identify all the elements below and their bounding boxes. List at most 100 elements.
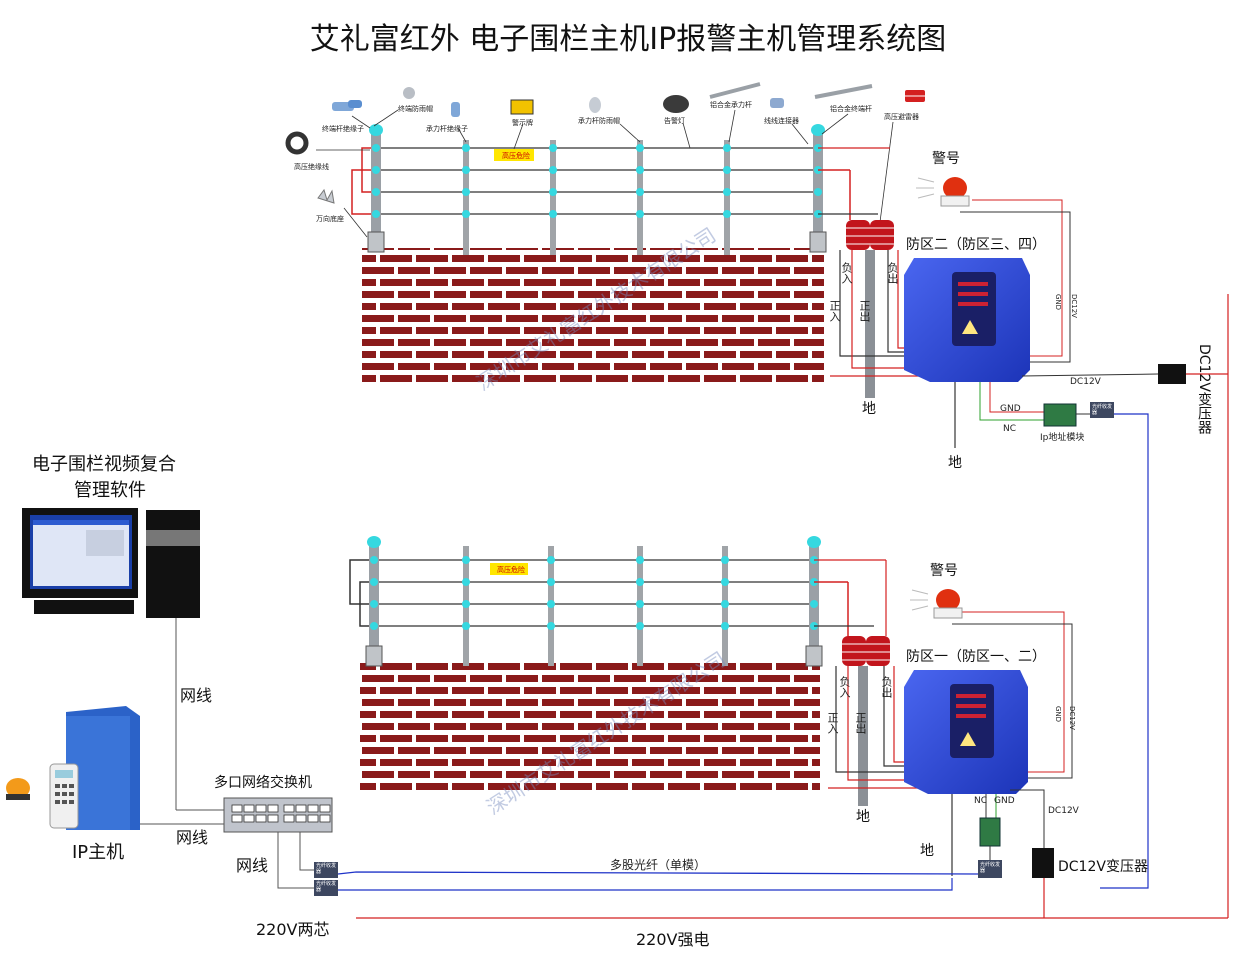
alarm-lamp-icon <box>6 778 30 800</box>
upper-posts <box>367 124 827 255</box>
arrester-icon <box>846 220 870 250</box>
label-tension-pole-cap: 承力杆防雨帽 <box>578 117 620 125</box>
upper-ground-1: 地 <box>862 401 876 417</box>
label-alloy-tension-pole: 铝合金承力杆 <box>710 101 752 109</box>
ip-module-icon <box>1043 403 1077 427</box>
ip-host-icon <box>49 706 140 830</box>
lower-arresters <box>842 636 890 666</box>
lower-nc-label: NC <box>974 796 988 806</box>
lower-transformer <box>1032 848 1054 878</box>
lower-neg-out: 负出 <box>880 676 893 698</box>
label-terminal-fix-cap: 终端防雨帽 <box>398 105 433 113</box>
page-title: 艾礼富红外 电子围栏主机IP报警主机管理系统图 <box>309 22 947 57</box>
arrester-icon <box>866 636 890 666</box>
monitor-icon <box>22 508 200 618</box>
upper-host-wiring <box>818 147 1228 889</box>
upper-fiber-box-label: 光纤收发器 <box>1092 404 1113 416</box>
label-wire-connector: 线线连接器 <box>764 117 799 125</box>
ground-rod <box>865 250 875 398</box>
lower-siren-label: 警号 <box>930 563 958 579</box>
lower-ground-2: 地 <box>920 843 934 859</box>
upper-transformer <box>1158 364 1186 384</box>
alarm-light-icon <box>663 95 689 113</box>
warning-sign <box>494 149 534 161</box>
lower-pos-in: 正入 <box>826 712 839 734</box>
lower-gnd-vert: GND <box>1054 706 1062 723</box>
net-cable-3: 网线 <box>236 856 269 875</box>
lower-dc-label: DC12V <box>1048 806 1079 816</box>
tension-cap-icon <box>589 97 601 113</box>
software-label-1: 电子围栏视频复合 <box>32 454 176 475</box>
net-cable-2: 网线 <box>176 828 209 847</box>
upper-pos-in: 正入 <box>828 300 841 322</box>
switch-icon <box>223 797 333 833</box>
lower-brick-wall <box>360 660 820 790</box>
upper-nc-label: NC <box>1003 424 1017 434</box>
label-hv-arrester: 高压避雷器 <box>884 113 919 121</box>
upper-brick-wall <box>362 248 824 384</box>
lower-fence <box>349 536 823 790</box>
hv-wire-icon <box>285 131 309 155</box>
alloy-terminal-icon <box>814 84 873 99</box>
lower-host <box>904 670 1028 794</box>
universal-base-icon <box>317 188 335 204</box>
warning-sign-lower <box>490 563 528 575</box>
label-universal-base: 万向底座 <box>316 215 344 223</box>
label-alloy-terminal-pole: 铝合金终端杆 <box>830 105 872 113</box>
lower-transformer-label: DC12V变压器 <box>1058 859 1148 875</box>
upper-fence <box>285 82 927 384</box>
rain-cap-icon <box>403 87 415 99</box>
label-alarm-light: 告警灯 <box>664 117 685 125</box>
tension-insulator-icon <box>451 102 460 117</box>
power-strong-label: 220V强电 <box>636 930 710 949</box>
software-label-2: 管理软件 <box>74 480 146 501</box>
lower-dc-vert: DC12V <box>1068 706 1076 730</box>
warning-sign-icon <box>510 99 534 115</box>
upper-dc-label: DC12V <box>1070 377 1101 387</box>
label-warning-sign: 警示牌 <box>512 119 533 127</box>
upper-siren-label: 警号 <box>932 151 960 167</box>
lower-fiber-box-label: 光纤收发器 <box>980 862 1001 874</box>
lower-gnd-label: GND <box>994 796 1015 806</box>
upper-neg-out: 负出 <box>886 262 899 284</box>
ip-host-label: IP主机 <box>72 842 125 863</box>
upper-dc-vert: DC12V <box>1070 294 1078 318</box>
upper-pos-out: 正出 <box>858 300 871 322</box>
fiber-box-icon <box>1090 402 1114 418</box>
lower-host-label: 防区一（防区一、二） <box>906 649 1046 665</box>
label-terminal-pole-insulator: 终端杆绝缘子 <box>322 125 364 133</box>
left-fiber-box-label: 光纤收发器 <box>316 863 337 875</box>
upper-gnd-label: GND <box>1000 404 1021 414</box>
fiber-box-left-1 <box>314 862 338 878</box>
connector-icon <box>770 98 784 108</box>
left-fiber-box-label-2: 光纤收发器 <box>316 881 337 893</box>
net-cable-1: 网线 <box>180 686 213 705</box>
siren-icon <box>916 177 970 207</box>
fiber-line <box>337 871 979 875</box>
label-hv-wire: 高压绝缘线 <box>294 163 329 171</box>
lower-ground-1: 地 <box>856 809 870 825</box>
accessory-icons <box>285 82 927 204</box>
upper-ip-module: Ip地址模块 <box>1040 433 1085 443</box>
switch-label: 多口网络交换机 <box>214 775 312 791</box>
sign-text-upper: 高压危险 <box>502 152 530 160</box>
upper-host <box>904 258 1030 382</box>
fiber-box-left-2 <box>314 880 338 896</box>
fiber-box-lower-icon <box>978 860 1002 878</box>
alloy-pole-icon <box>709 82 761 99</box>
upper-transformer-label: DC12V变压器 <box>1196 344 1212 434</box>
upper-gnd-vert: GND <box>1054 294 1062 311</box>
upper-host-label: 防区二（防区三、四） <box>906 237 1046 253</box>
label-tension-pole-insulator: 承力杆绝缘子 <box>426 125 468 133</box>
power-2core-label: 220V两芯 <box>256 920 330 939</box>
upper-arresters <box>846 220 894 250</box>
fiber-label: 多股光纤（单模） <box>610 858 707 872</box>
lower-pos-out: 正出 <box>854 712 867 734</box>
siren-icon <box>910 589 963 619</box>
arrester-icon <box>842 636 866 666</box>
ground-rod-lower <box>858 666 868 806</box>
arrester-small-icon <box>903 90 927 102</box>
ip-module-lower-icon <box>979 817 1001 847</box>
